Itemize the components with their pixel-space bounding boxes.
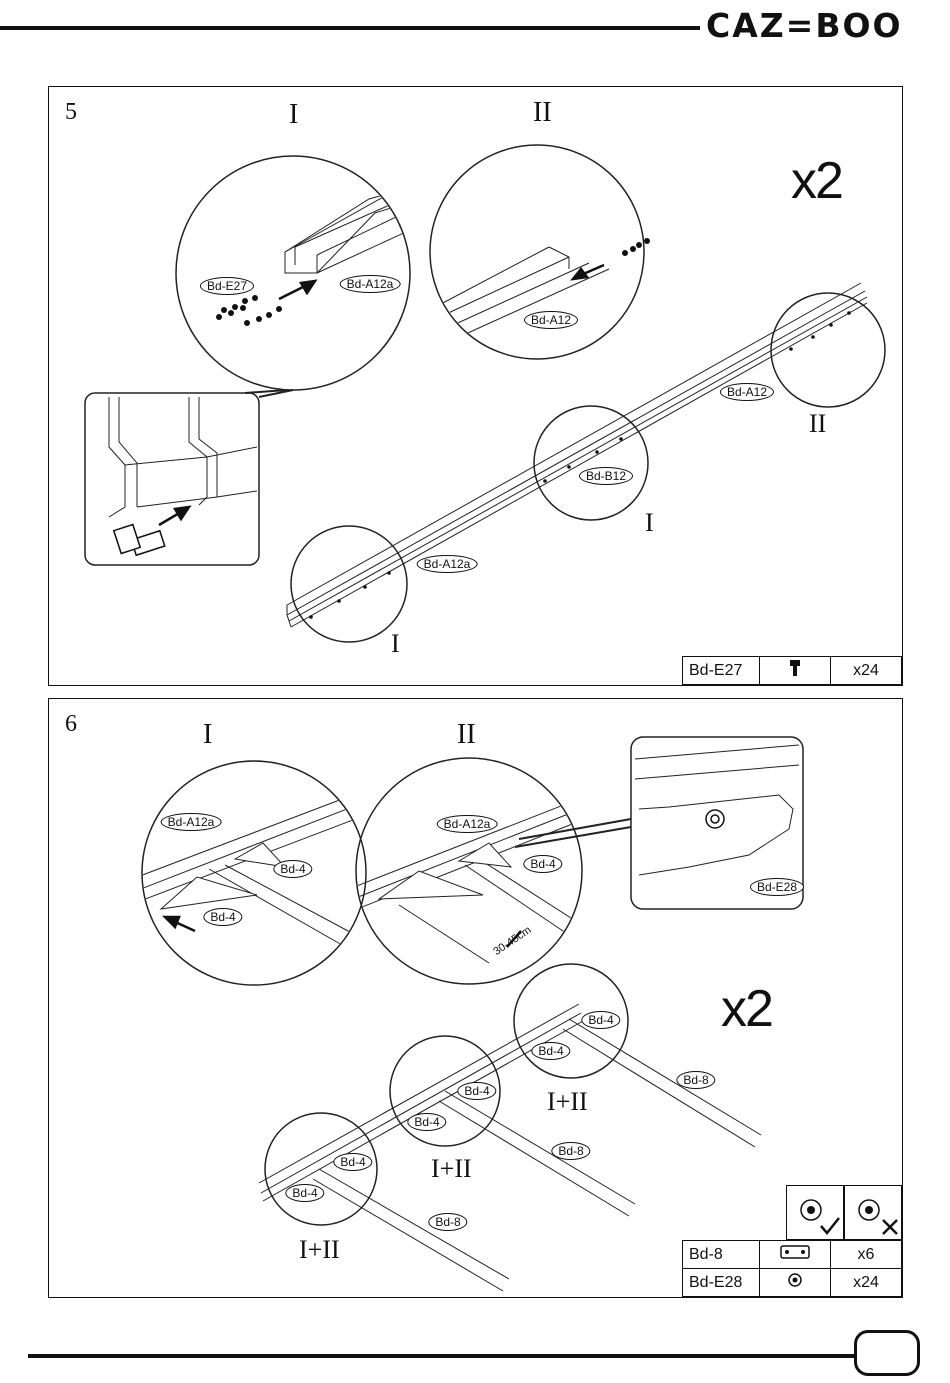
roman-label: I+II	[547, 1087, 588, 1117]
roman-label: I	[203, 719, 212, 751]
part-callout: Bd-8	[551, 1142, 590, 1160]
roman-label: II	[457, 719, 476, 751]
roman-label: II	[533, 97, 552, 129]
part-code: Bd-E28	[683, 1269, 760, 1297]
roman-label: I	[391, 629, 400, 659]
page-number-box	[854, 1330, 920, 1376]
step-number: 5	[65, 99, 77, 126]
check-icon	[787, 1186, 843, 1239]
part-callout: Bd-A12a	[417, 555, 478, 573]
step-5-panel: 5 I II x2 Bd-E27 Bd-A12a Bd-A12 Bd-A12 B…	[48, 86, 903, 686]
rail-circle-ii	[771, 293, 885, 407]
nut-icon	[706, 810, 724, 828]
part-callout: Bd-4	[333, 1153, 372, 1171]
part-callout: Bd-A12a	[437, 815, 498, 833]
table-row: Bd-E28 x24	[683, 1269, 902, 1297]
correct-bolt-box	[786, 1185, 844, 1240]
part-code: Bd-E27	[683, 657, 760, 685]
connector-plate-icon	[760, 1241, 831, 1269]
part-code: Bd-8	[683, 1241, 760, 1269]
part-callout: Bd-4	[457, 1082, 496, 1100]
footer-rule	[28, 1354, 854, 1358]
rail-circle-i-left	[291, 526, 407, 642]
part-callout: Bd-4	[407, 1113, 446, 1131]
multiplier-label: x2	[791, 151, 842, 211]
part-callout: Bd-8	[676, 1071, 715, 1089]
part-quantity: x6	[831, 1241, 902, 1269]
parts-table: Bd-8 x6 Bd-E28 x24	[682, 1240, 902, 1297]
roman-label: I+II	[431, 1154, 472, 1184]
detail-circle-i	[142, 761, 366, 985]
part-callout: Bd-E28	[750, 878, 804, 896]
roman-label: I	[289, 99, 298, 131]
table-row: Bd-8 x6	[683, 1241, 902, 1269]
part-callout: Bd-A12a	[340, 275, 401, 293]
brand-logo: CAZ=BOO	[706, 6, 903, 45]
part-callout: Bd-E27	[200, 277, 254, 295]
part-quantity: x24	[831, 657, 902, 685]
part-callout: Bd-8	[428, 1213, 467, 1231]
parts-table: Bd-E27 x24	[682, 656, 902, 685]
part-callout: Bd-4	[203, 908, 242, 926]
part-callout: Bd-B12	[579, 467, 633, 485]
rail-circle-i-mid	[534, 406, 648, 520]
bolt-icon	[760, 657, 831, 685]
table-row: Bd-E27 x24	[683, 657, 902, 685]
multiplier-label: x2	[721, 979, 772, 1039]
roman-label: I+II	[299, 1235, 340, 1265]
step-number: 6	[65, 711, 77, 738]
profile-inset	[85, 393, 259, 565]
part-callout: Bd-4	[273, 860, 312, 878]
part-quantity: x24	[831, 1269, 902, 1297]
step-6-panel: 6 I II x2 Bd-A12a Bd-4 Bd-4 Bd-A12a Bd-4…	[48, 698, 903, 1298]
roman-label: I	[645, 508, 654, 538]
part-callout: Bd-4	[523, 855, 562, 873]
roman-label: II	[809, 409, 826, 439]
part-callout: Bd-A12a	[161, 813, 222, 831]
wrong-bolt-box	[844, 1185, 902, 1240]
cross-icon	[845, 1186, 901, 1239]
part-callout: Bd-A12	[720, 383, 774, 401]
rail-bd-a12	[287, 283, 867, 627]
header-rule	[0, 26, 700, 30]
step-6-drawing	[49, 699, 901, 1296]
part-callout: Bd-A12	[524, 311, 578, 329]
nut-icon	[760, 1269, 831, 1297]
part-callout: Bd-4	[581, 1011, 620, 1029]
part-callout: Bd-4	[531, 1042, 570, 1060]
step-5-drawing	[49, 87, 901, 684]
part-callout: Bd-4	[285, 1184, 324, 1202]
